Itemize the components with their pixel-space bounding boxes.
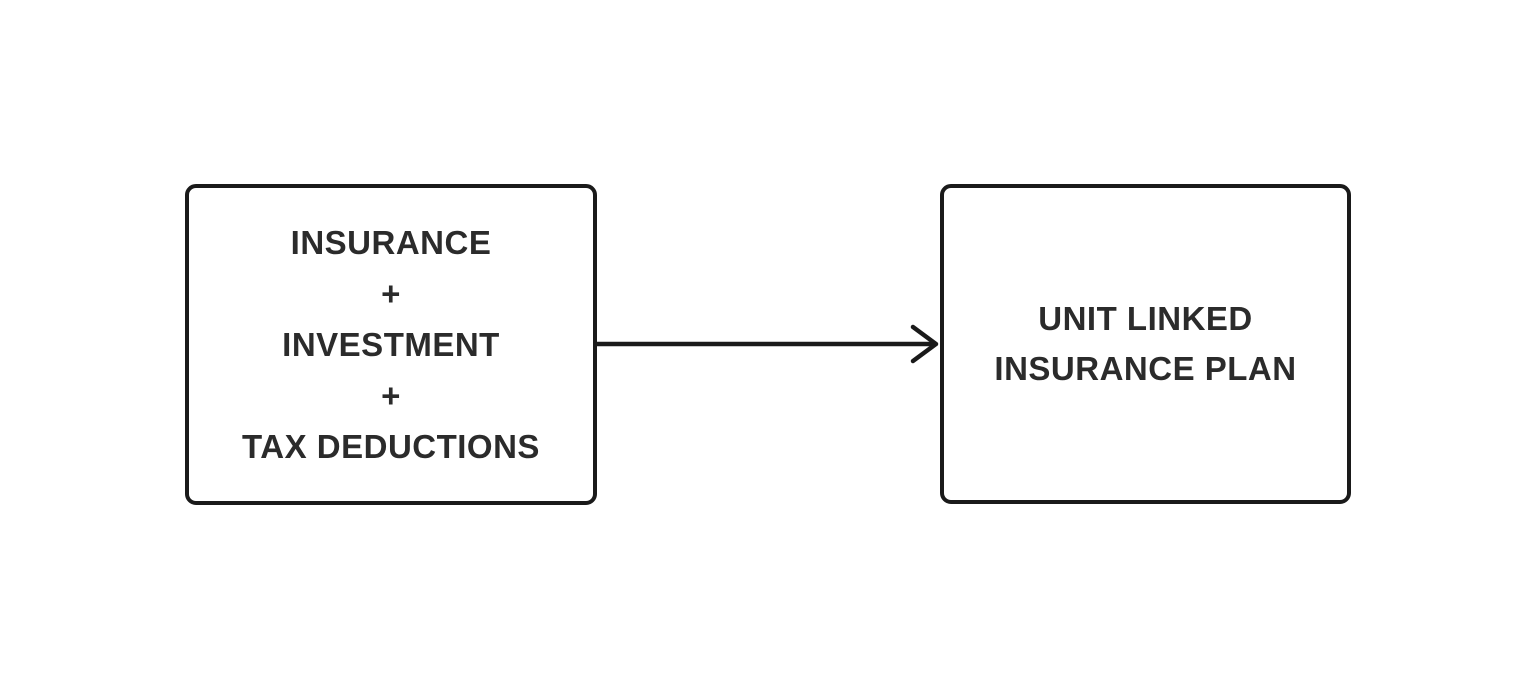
node-insurance-investment-tax-deductions: INSURANCE + INVESTMENT + TAX DEDUCTIONS [185, 184, 597, 505]
node-text-line: UNIT LINKED [1038, 300, 1253, 337]
node-text-line: TAX DEDUCTIONS [242, 428, 540, 465]
node-text-line: INSURANCE [290, 224, 492, 261]
node-text-line: INVESTMENT [282, 326, 500, 363]
node-unit-linked-insurance-plan: UNIT LINKED INSURANCE PLAN [940, 184, 1351, 504]
plus-sign: + [381, 275, 401, 312]
right-arrow-connector [597, 324, 939, 364]
plus-sign: + [381, 377, 401, 414]
arrow-head-icon [910, 324, 939, 364]
node-text-line: INSURANCE PLAN [994, 350, 1297, 387]
